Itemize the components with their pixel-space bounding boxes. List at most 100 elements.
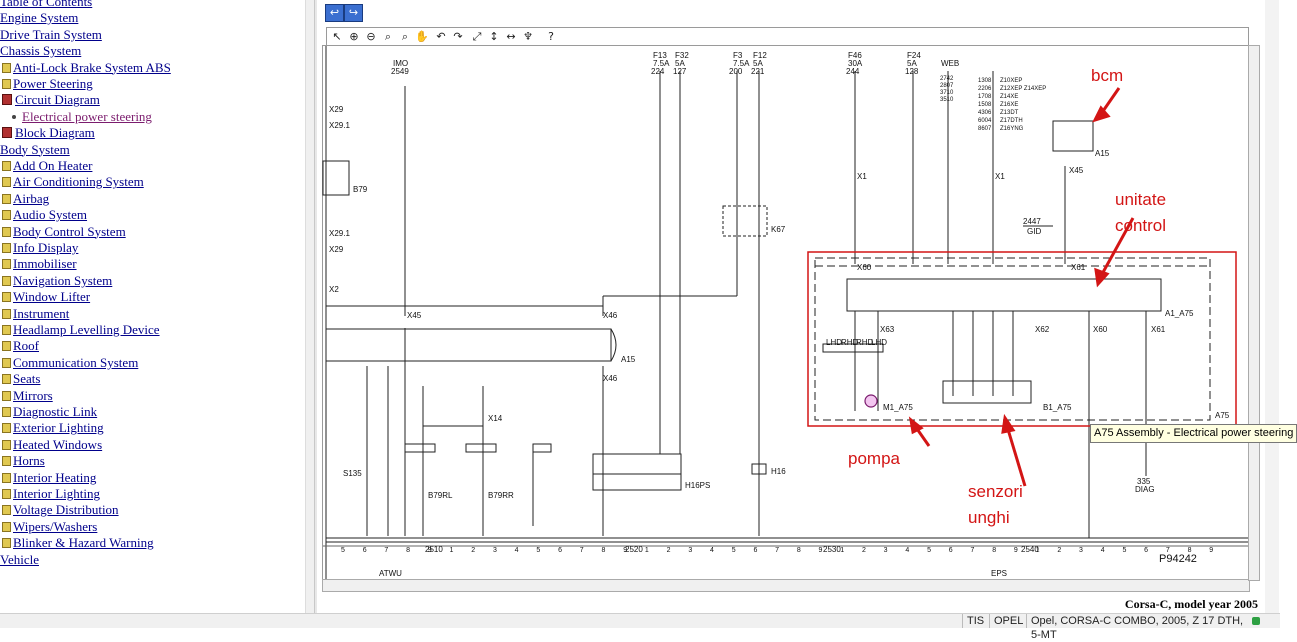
tree-item[interactable]: Add On Heater xyxy=(2,158,92,174)
status-vehicle: Opel, CORSA-C COMBO, 2005, Z 17 DTH, 5-M… xyxy=(1026,614,1249,641)
tree-item-label[interactable]: Interior Lighting xyxy=(13,486,101,501)
tree-item-label[interactable]: Audio System xyxy=(13,207,88,223)
tree-item-label[interactable]: Body System xyxy=(0,141,70,157)
tree-item[interactable]: Power Steering xyxy=(2,76,93,92)
tree-item-label[interactable]: Heated Windows xyxy=(13,436,103,452)
tree-item[interactable]: Roof xyxy=(2,338,39,354)
tree-item[interactable]: Interior Lighting xyxy=(2,486,100,502)
diagram-horizontal-scrollbar[interactable] xyxy=(322,579,1250,592)
pointer-icon[interactable]: ↖ xyxy=(332,30,342,43)
tree-item[interactable]: Vehicle xyxy=(0,552,39,568)
tree-item[interactable]: Immobiliser xyxy=(2,256,77,272)
tree-item-label[interactable]: Info Display xyxy=(13,240,79,255)
tree-item[interactable]: Navigation System xyxy=(2,273,112,289)
tree-item[interactable]: Window Lifter xyxy=(2,289,90,305)
tree-item-label[interactable]: Block Diagram xyxy=(15,125,95,141)
tree-item[interactable]: Audio System xyxy=(2,207,87,223)
tree-item[interactable]: Communication System xyxy=(2,355,138,371)
tree-item[interactable]: Interior Heating xyxy=(2,470,96,486)
tree-item-label[interactable]: Navigation System xyxy=(13,272,113,288)
tree-item-label[interactable]: Instrument xyxy=(13,305,70,321)
tree-item-label[interactable]: Power Steering xyxy=(13,76,93,91)
pane-splitter[interactable] xyxy=(314,0,318,613)
tree-item-label[interactable]: Diagnostic Link xyxy=(13,404,98,419)
tree-item[interactable]: Seats xyxy=(2,371,40,387)
tree-item-label[interactable]: Headlamp Levelling Device xyxy=(13,322,160,337)
tree-item[interactable]: Engine System xyxy=(0,10,78,26)
tree-item[interactable]: Body Control System xyxy=(2,224,126,240)
tree-item[interactable]: Blinker & Hazard Warning xyxy=(2,535,154,551)
tree-item-label[interactable]: Immobiliser xyxy=(13,256,77,272)
tree-item[interactable]: Body System xyxy=(0,142,70,158)
status-brand: OPEL xyxy=(989,614,1028,628)
antenna-icon[interactable]: ♆ xyxy=(523,30,533,43)
gid-number: 2447 xyxy=(1023,217,1041,226)
component-h16ps: H16PS xyxy=(685,481,710,490)
tree-item[interactable]: Circuit Diagram xyxy=(2,92,100,108)
tree-item-label[interactable]: Drive Train System xyxy=(0,26,102,42)
forward-arrow-icon[interactable]: ↪ xyxy=(344,4,363,22)
tree-item-label[interactable]: Communication System xyxy=(13,354,139,370)
tree-item[interactable]: Electrical power steering xyxy=(12,109,152,125)
circuit-diagram-viewer[interactable]: X29 X29.1 X29.1 X29 X2 X45 X46 X46 X14 X… xyxy=(322,45,1250,581)
zoom-area-icon[interactable]: ⌕ xyxy=(401,30,409,43)
tree-item-label[interactable]: Seats xyxy=(13,371,41,387)
zoom-in-icon[interactable]: ⊕ xyxy=(349,30,359,43)
fit-height-icon[interactable]: ↕ xyxy=(489,30,499,43)
tree-item-label[interactable]: Blinker & Hazard Warning xyxy=(13,535,154,551)
tree-item[interactable]: Drive Train System xyxy=(0,27,102,43)
tree-item[interactable]: Diagnostic Link xyxy=(2,404,97,420)
tree-item-label[interactable]: Add On Heater xyxy=(13,158,93,173)
tree-item[interactable]: Block Diagram xyxy=(2,125,95,141)
tree-item-label[interactable]: Voltage Distribution xyxy=(13,502,119,518)
tree-item[interactable]: Anti-Lock Brake System ABS xyxy=(2,60,171,76)
tree-scrollbar[interactable] xyxy=(305,0,315,613)
tree-item-label[interactable]: Anti-Lock Brake System ABS xyxy=(13,59,171,75)
tree-item-label[interactable]: Window Lifter xyxy=(13,289,91,305)
tree-item-label[interactable]: Chassis System xyxy=(0,43,82,59)
tree-item-label[interactable]: Circuit Diagram xyxy=(15,92,100,108)
tree-item[interactable]: Airbag xyxy=(2,191,49,207)
tree-item-label[interactable]: Air Conditioning System xyxy=(13,174,144,190)
help-icon[interactable]: ? xyxy=(548,30,554,43)
tree-item[interactable]: Mirrors xyxy=(2,388,53,404)
tree-item[interactable]: Headlamp Levelling Device xyxy=(2,322,160,338)
zoom-icon[interactable]: ⌕ xyxy=(384,30,392,43)
annotation-senzori: senzori xyxy=(968,482,1023,501)
tree-item[interactable]: Air Conditioning System xyxy=(2,174,144,190)
tree-item-label[interactable]: Interior Heating xyxy=(13,469,97,485)
tree-item[interactable]: Voltage Distribution xyxy=(2,502,119,518)
tree-item[interactable]: Exterior Lighting xyxy=(2,420,104,436)
page-scrollbar[interactable] xyxy=(1265,0,1279,613)
rotate-right-icon[interactable]: ↷ xyxy=(453,30,463,43)
tree-item[interactable]: Chassis System xyxy=(0,43,81,59)
tree-item[interactable]: Instrument xyxy=(2,306,69,322)
fit-page-icon[interactable]: ⤢ xyxy=(472,30,482,43)
tree-item-label[interactable]: Airbag xyxy=(13,190,50,206)
tree-item-label[interactable]: Exterior Lighting xyxy=(13,420,104,436)
annotation-bcm: bcm xyxy=(1091,66,1124,85)
tree-item[interactable]: Table of Contents xyxy=(0,0,92,10)
back-arrow-icon[interactable]: ↩ xyxy=(325,4,344,22)
diagram-vertical-scrollbar[interactable] xyxy=(1248,45,1260,581)
tree-item[interactable]: Horns xyxy=(2,453,45,469)
zoom-out-icon[interactable]: ⊖ xyxy=(366,30,376,43)
tree-item-label[interactable]: Vehicle xyxy=(0,551,39,567)
tree-item-label[interactable]: Engine System xyxy=(0,10,79,26)
tree-item[interactable]: Wipers/Washers xyxy=(2,519,97,535)
ref-ip2: 127 xyxy=(673,67,687,76)
tree-item-label[interactable]: Mirrors xyxy=(13,387,53,403)
rotate-left-icon[interactable]: ↶ xyxy=(436,30,446,43)
tree-item[interactable]: Info Display xyxy=(2,240,78,256)
fit-width-icon[interactable]: ↔ xyxy=(506,30,516,43)
tree-item-label[interactable]: Electrical power steering xyxy=(22,108,152,124)
tree-item-label[interactable]: Wipers/Washers xyxy=(13,518,98,534)
tree-item-label[interactable]: Body Control System xyxy=(13,223,126,239)
tree-item-label[interactable]: Roof xyxy=(13,338,39,354)
grid-tick-label: 9 xyxy=(428,547,432,554)
tree-item[interactable]: Heated Windows xyxy=(2,437,102,453)
fuse-f46-rating: 30A xyxy=(848,59,863,68)
tree-item-label[interactable]: Horns xyxy=(13,453,45,469)
pan-hand-icon[interactable]: ✋ xyxy=(415,30,429,43)
tree-item-label[interactable]: Table of Contents xyxy=(0,0,93,9)
